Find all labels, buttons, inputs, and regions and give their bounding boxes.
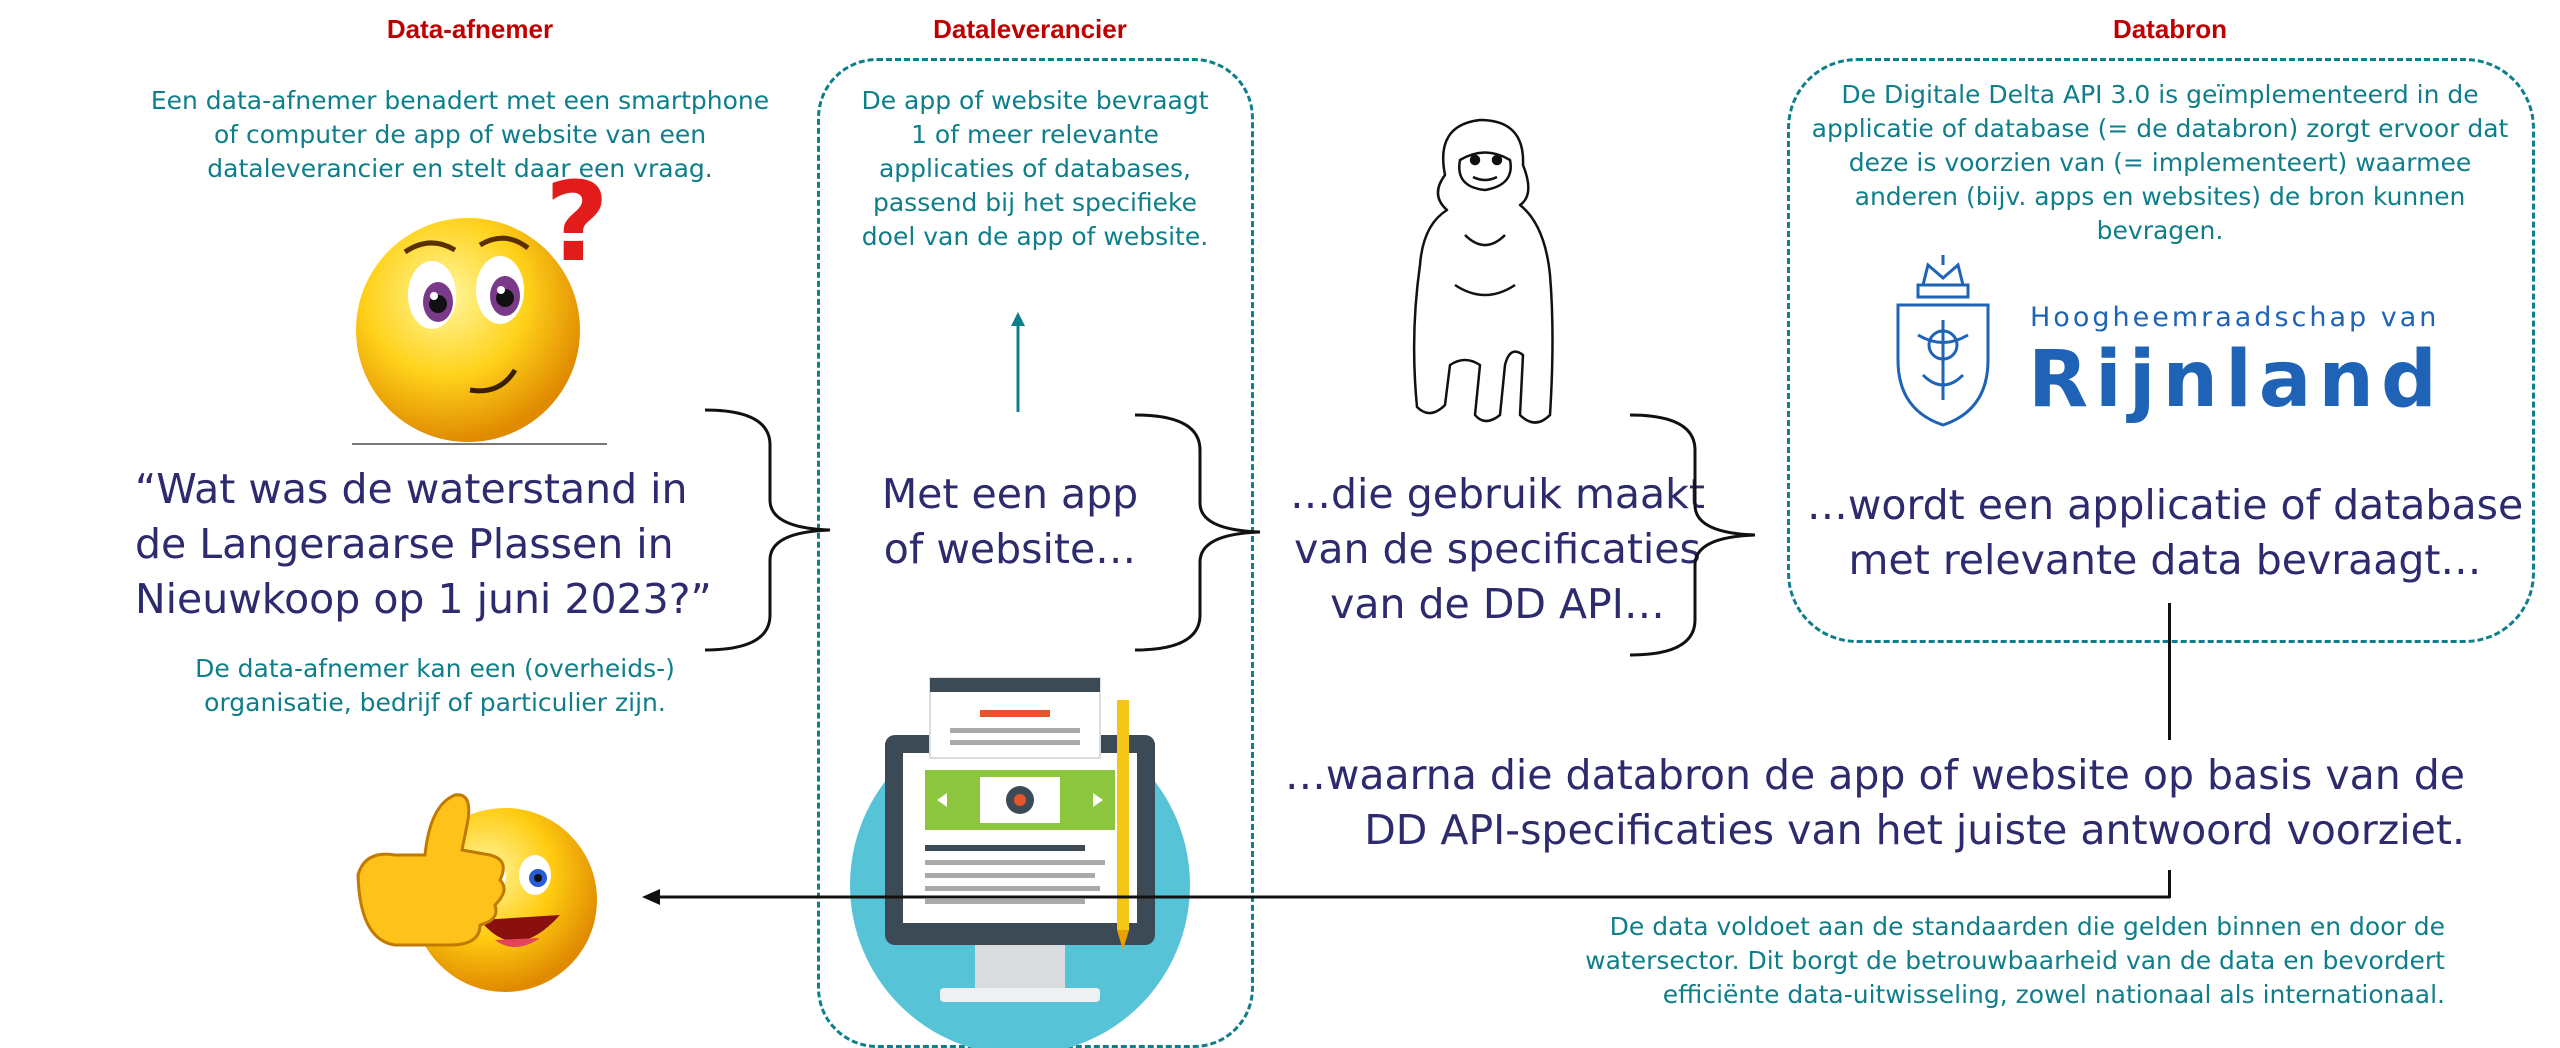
brace-api — [1629, 413, 1756, 657]
bron-desc-text: De Digitale Delta API 3.0 is geïmplement… — [1811, 80, 2509, 245]
afnemer-note-text: De data-afnemer kan een (overheids-) org… — [195, 654, 675, 717]
connector-vertical-bottom — [2168, 870, 2171, 898]
afnemer-intro-text: Een data-afnemer benadert met een smartp… — [150, 86, 770, 183]
logo-main-text: Rijnland — [2028, 335, 2444, 425]
header-databron: Databron — [2112, 14, 2228, 44]
leverancier-main-text: Met een app of website… — [881, 470, 1139, 573]
header-data-afnemer: Data-afnemer — [386, 14, 554, 44]
svg-text:?: ? — [545, 158, 609, 286]
divider-line — [352, 443, 607, 445]
logo-top-text: Hoogheemraadschap van — [2030, 302, 2440, 333]
answer-note-text: De data voldoet aan de standaarden die g… — [1585, 912, 2445, 1009]
thumbs-up-emoji-icon — [356, 793, 597, 992]
brace-leverancier — [1134, 413, 1261, 652]
answer-main-text: …waarna die databron de app of website o… — [1284, 751, 2465, 854]
gorilla-icon — [1412, 118, 1554, 424]
header-dataleverancier: Dataleverancier — [933, 14, 1127, 44]
connector-vertical-top — [2168, 603, 2171, 740]
rijnland-crest-icon — [1896, 255, 1990, 427]
api-main-text: …die gebruik maakt van de specificaties … — [1290, 470, 1705, 628]
bron-main-text: …wordt een applicatie of database met re… — [1806, 481, 2524, 584]
databron-dashed-box — [1787, 58, 2535, 643]
thinking-emoji-icon: ? — [356, 158, 609, 442]
return-arrow — [642, 889, 2170, 905]
leverancier-desc-text: De app of website bevraagt 1 of meer rel… — [861, 86, 1209, 251]
brace-afnemer — [704, 408, 831, 652]
afnemer-question-text: “Wat was de waterstand in de Langeraarse… — [135, 465, 712, 623]
up-arrow — [1011, 312, 1025, 412]
computer-website-icon — [850, 677, 1190, 1048]
